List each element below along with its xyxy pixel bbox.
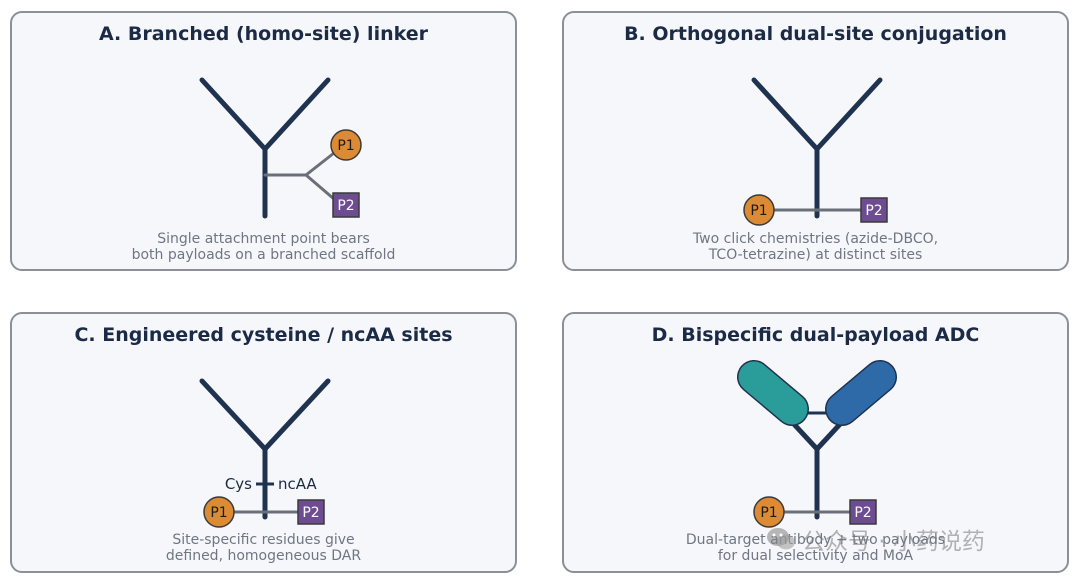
panel-d-caption: Dual-target antibody + two payloads for … bbox=[564, 532, 1067, 564]
antibody-y-icon bbox=[199, 77, 331, 219]
payload-1-label: P1 bbox=[337, 138, 354, 154]
panel-b-diagram: P1 P2 bbox=[743, 77, 888, 226]
payload-2-label: P2 bbox=[865, 203, 882, 219]
panel-a-diagram: P1 P2 bbox=[199, 77, 362, 219]
payload-1-label: P1 bbox=[760, 505, 777, 521]
payload-1-label: P1 bbox=[210, 505, 227, 521]
watermark: 公众号 · 小药说药 bbox=[766, 522, 985, 556]
circle-payload-icon: P1 bbox=[203, 496, 235, 528]
square-payload-icon: P2 bbox=[860, 197, 888, 223]
square-payload-icon: P2 bbox=[297, 499, 325, 525]
panel-d-caption-line1: Dual-target antibody + two payloads bbox=[685, 532, 946, 548]
panel-d-diagram: P1 P2 bbox=[737, 360, 897, 528]
left-arm-domain bbox=[738, 361, 808, 425]
antibody-y-icon bbox=[751, 77, 883, 219]
payload-2-label: P2 bbox=[854, 505, 871, 521]
panel-c-caption-line2: defined, homogeneous DAR bbox=[165, 548, 362, 564]
panel-b-caption-line2: TCO-tetrazine) at distinct sites bbox=[708, 247, 923, 263]
panel-c-caption: Site-specific residues give defined, hom… bbox=[12, 532, 515, 564]
panel-a-title: A. Branched (homo-site) linker bbox=[98, 23, 428, 45]
square-payload-icon: P2 bbox=[849, 499, 877, 525]
circle-payload-icon: P1 bbox=[753, 496, 785, 528]
cys-label: Cys bbox=[225, 475, 252, 493]
panel-a-caption-line2: both payloads on a branched scaffold bbox=[131, 247, 396, 263]
payload-1-label: P1 bbox=[750, 203, 767, 219]
wechat-icon bbox=[767, 528, 795, 550]
panel-a-caption-line1: Single attachment point bears bbox=[157, 231, 370, 247]
panel-a-caption: Single attachment point bears both paylo… bbox=[12, 231, 515, 263]
watermark-text: 公众号 · 小药说药 bbox=[802, 529, 985, 555]
payload-2-label: P2 bbox=[302, 505, 319, 521]
ncaa-label: ncAA bbox=[278, 475, 317, 493]
panel-c-diagram: Cys ncAA P1 P2 bbox=[199, 378, 331, 528]
branched-linker bbox=[263, 151, 336, 201]
panel-a: A. Branched (homo-site) linker P1 P2 Sin… bbox=[10, 11, 517, 271]
panel-d-caption-line2: for dual selectivity and MoA bbox=[717, 548, 914, 564]
circle-payload-icon: P1 bbox=[330, 129, 362, 161]
panel-c-caption-line1: Site-specific residues give bbox=[172, 532, 355, 548]
square-payload-icon: P2 bbox=[332, 192, 360, 218]
panel-b-caption: Two click chemistries (azide-DBCO, TCO-t… bbox=[564, 231, 1067, 263]
panel-d-title: D. Bispecific dual-payload ADC bbox=[651, 324, 980, 346]
panel-b: B. Orthogonal dual-site conjugation P1 P… bbox=[562, 11, 1069, 271]
right-arm-domain bbox=[826, 361, 896, 425]
panel-b-title: B. Orthogonal dual-site conjugation bbox=[624, 23, 1007, 45]
panel-c: C. Engineered cysteine / ncAA sites Cys … bbox=[10, 312, 517, 573]
panel-c-title: C. Engineered cysteine / ncAA sites bbox=[74, 324, 453, 346]
circle-payload-icon: P1 bbox=[743, 194, 775, 226]
payload-2-label: P2 bbox=[337, 198, 354, 214]
panel-b-caption-line1: Two click chemistries (azide-DBCO, bbox=[692, 231, 939, 247]
panel-d: D. Bispecific dual-payload ADC P1 P2 Dua… bbox=[562, 312, 1069, 573]
